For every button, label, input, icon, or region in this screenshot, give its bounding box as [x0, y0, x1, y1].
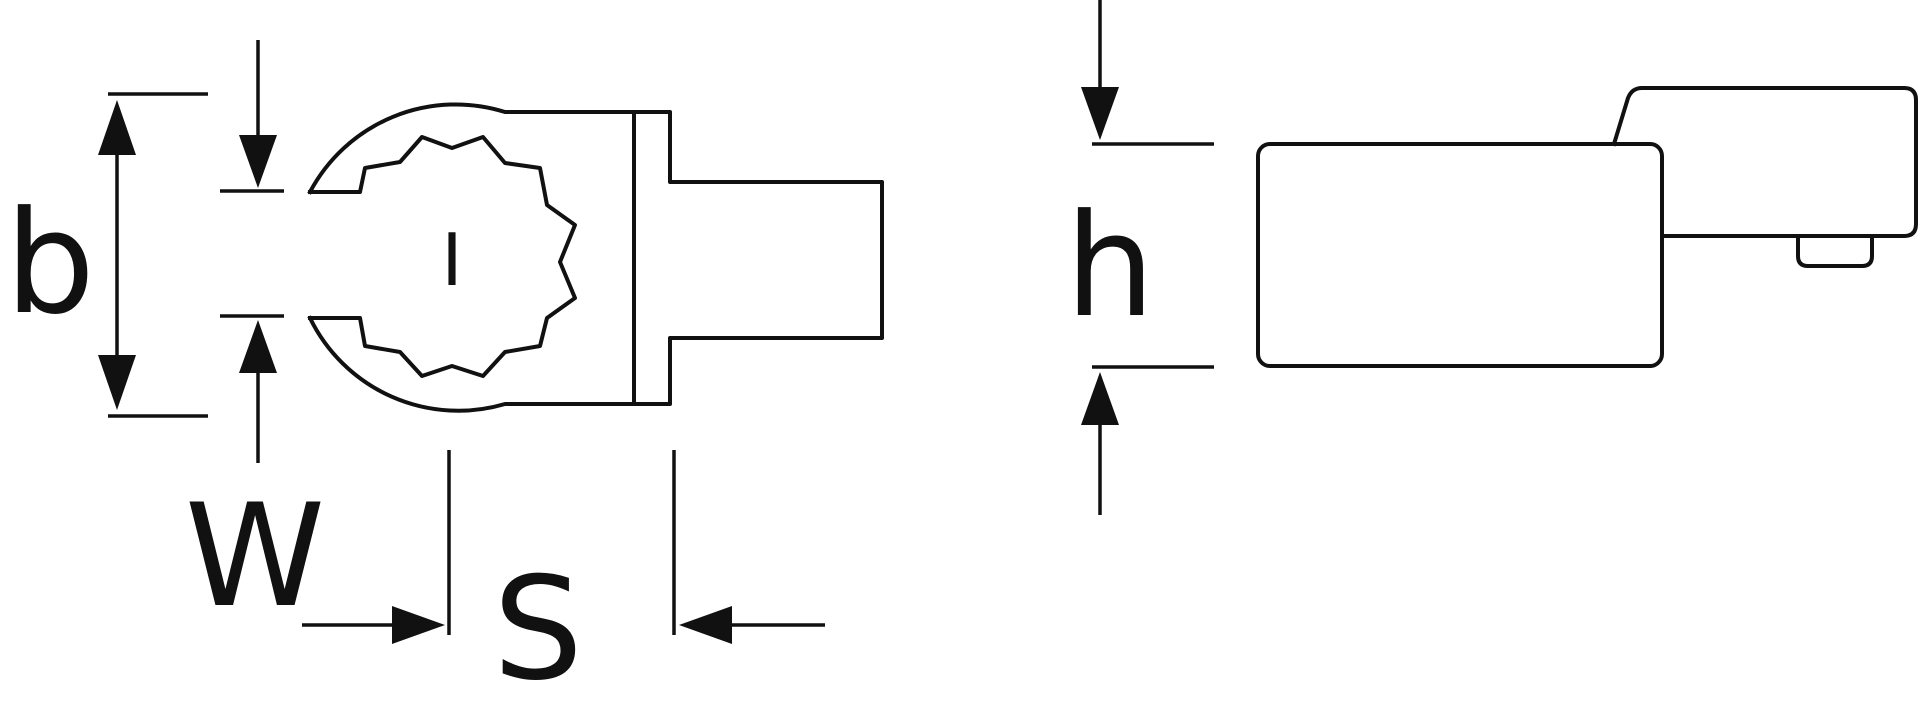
ring-outer-outline	[307, 102, 884, 413]
side-view-main-block	[1256, 142, 1664, 368]
side-view-tab	[1796, 236, 1874, 268]
ring-jaw-upper	[308, 135, 577, 378]
ring-index-mark: I	[441, 218, 462, 302]
dimension-s-arrow-right	[679, 606, 732, 644]
dimension-w: W	[185, 40, 325, 639]
dimension-w-arrow-top	[239, 135, 277, 188]
dimension-b-arrow-bottom	[98, 355, 136, 410]
dimension-s-arrow-left	[392, 606, 445, 644]
dimension-w-label: W	[185, 474, 325, 639]
side-view-back-block	[1611, 86, 1918, 238]
insert-side-view: h	[1065, 0, 1918, 515]
dimension-h-arrow-top	[1081, 87, 1119, 140]
dimension-b-arrow-top	[98, 100, 136, 155]
dimension-b: b	[5, 92, 208, 418]
dimension-h-arrow-bottom	[1081, 372, 1119, 425]
dimension-w-arrow-bottom	[239, 320, 277, 373]
dimension-h-label: h	[1065, 184, 1155, 349]
dimension-b-label: b	[5, 181, 95, 346]
ring-insert-front-view: I b W S	[5, 40, 884, 712]
dimension-s: S	[302, 450, 825, 712]
dimension-h: h	[1065, 0, 1214, 515]
dimension-s-label: S	[493, 547, 583, 712]
